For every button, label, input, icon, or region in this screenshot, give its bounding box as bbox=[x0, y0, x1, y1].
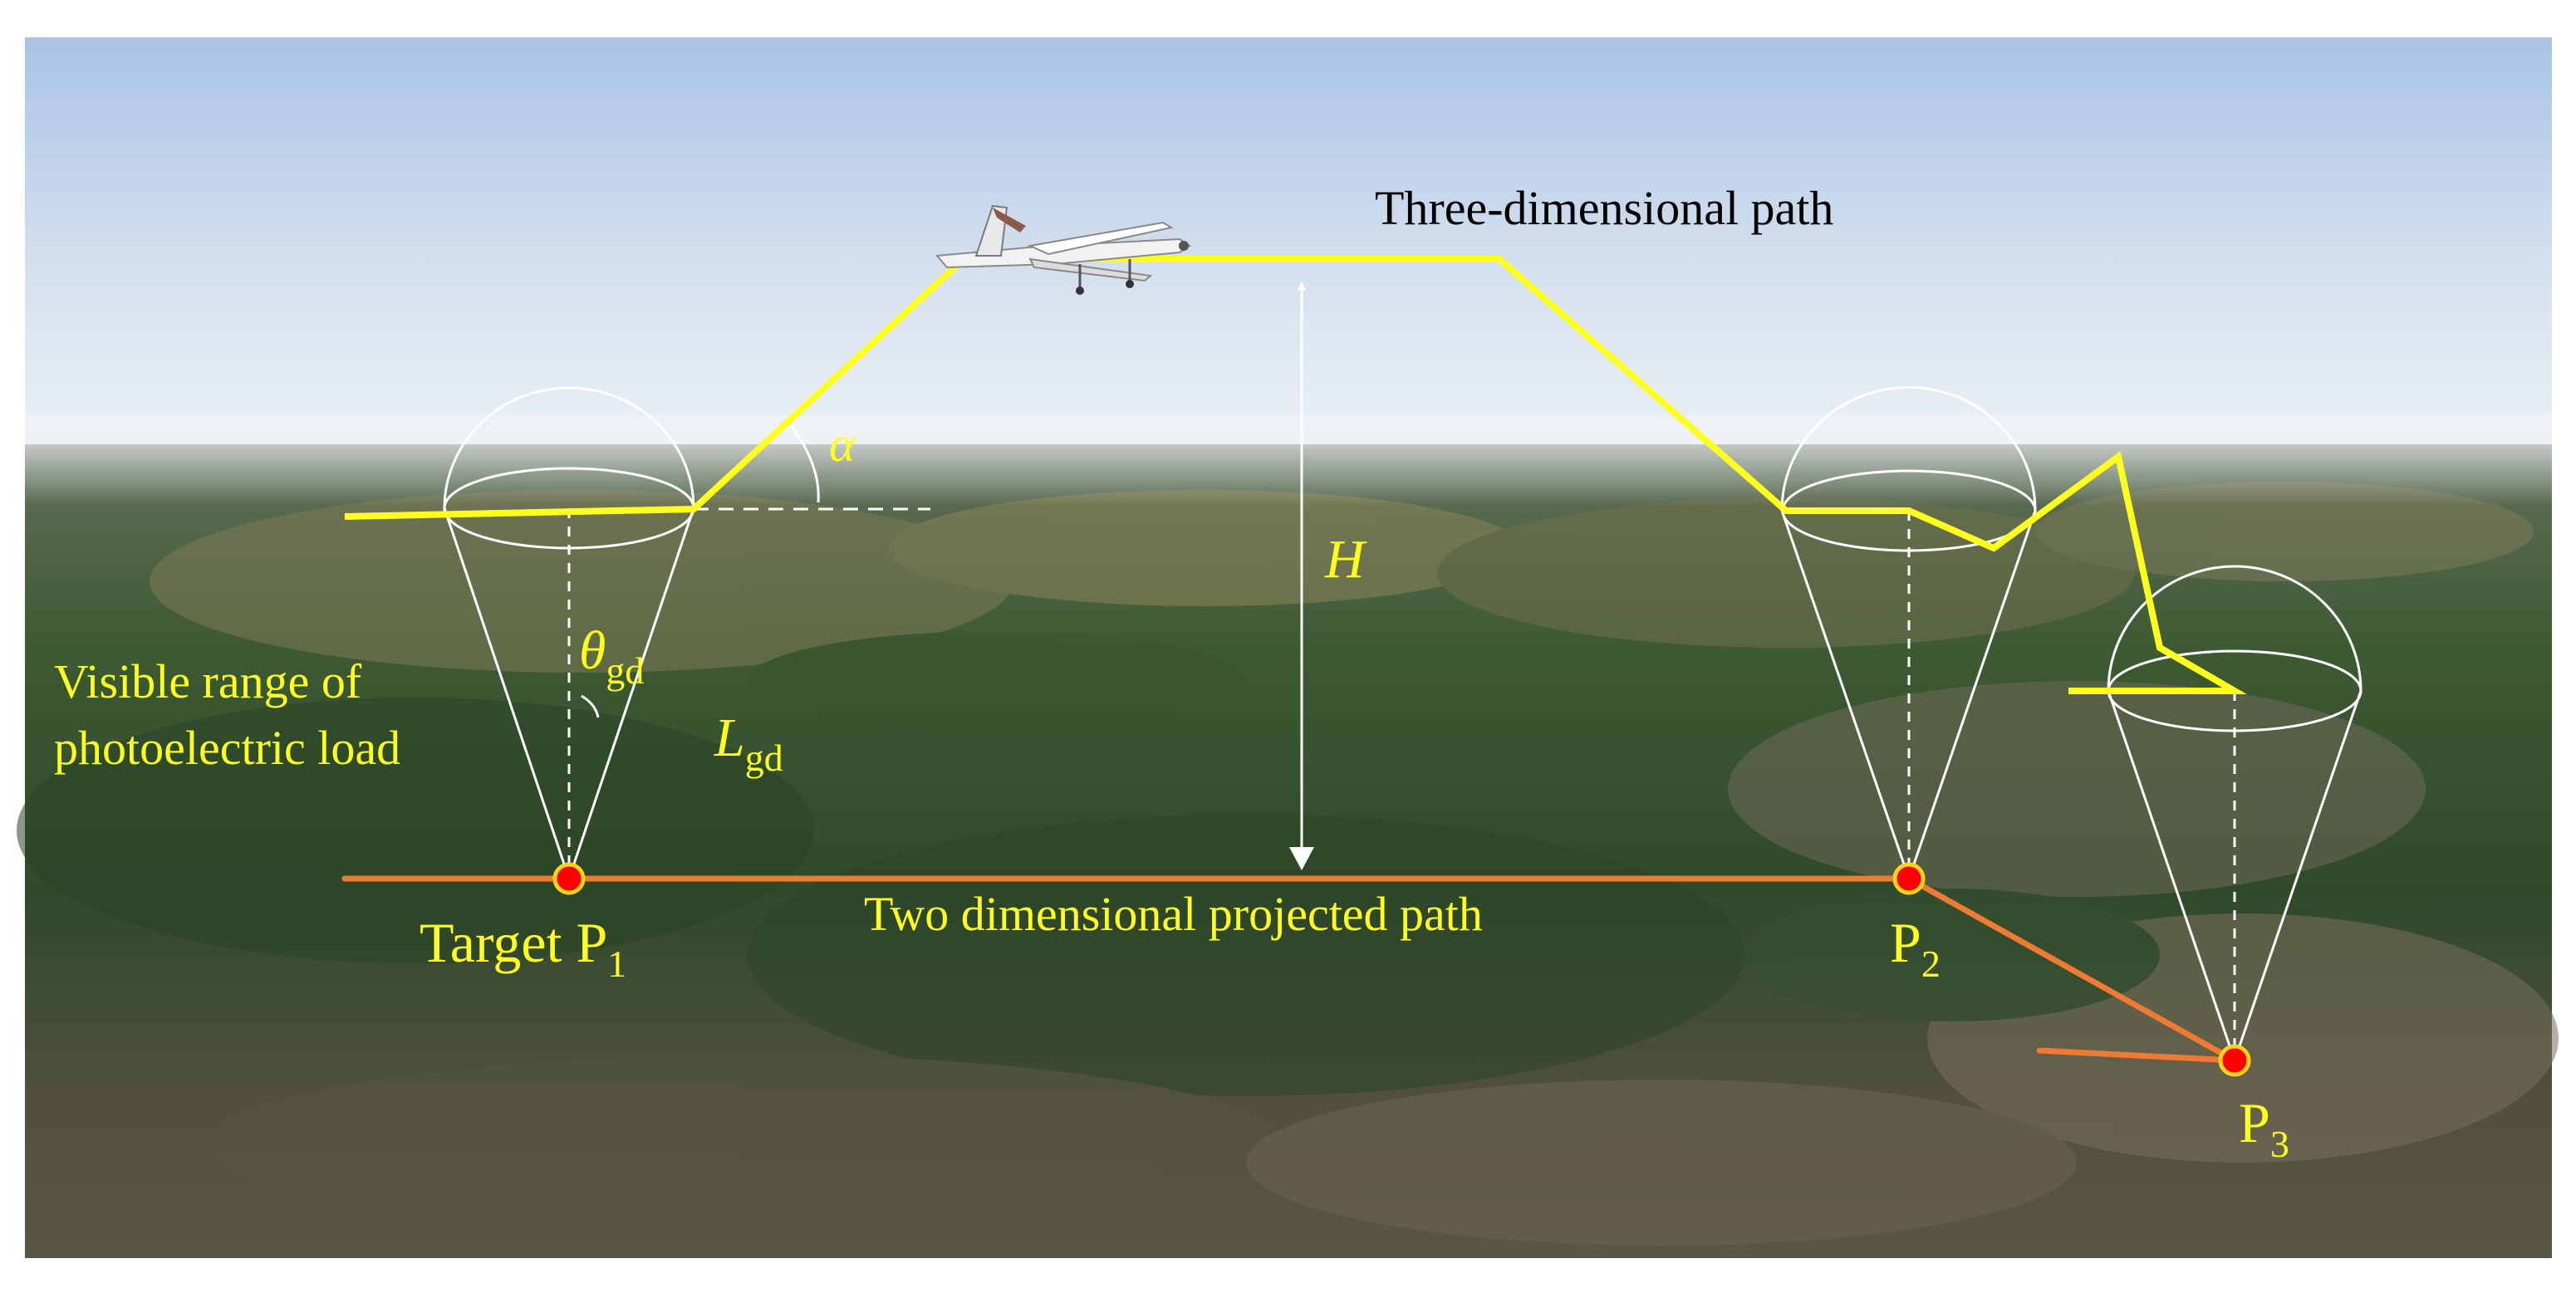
l-symbol: L bbox=[714, 708, 745, 768]
three-dimensional-path-label: Three-dimensional path bbox=[1375, 181, 1833, 235]
p2-subscript: 2 bbox=[1921, 943, 1941, 985]
target-points bbox=[552, 862, 2251, 1077]
p2-label: P2 bbox=[1890, 911, 1941, 985]
altitude-arrow-bottom-head bbox=[1289, 847, 1314, 870]
theta-gd-label: θgd bbox=[579, 620, 644, 692]
three-dimensional-path bbox=[344, 256, 2247, 694]
climb-angle-marker bbox=[694, 424, 930, 511]
terrain-texture bbox=[17, 482, 2559, 1246]
scene-background bbox=[17, 37, 2559, 1258]
alpha-label: α bbox=[829, 417, 856, 472]
alpha-arc bbox=[789, 424, 820, 503]
p3-letter: P bbox=[2239, 1091, 2270, 1154]
sky bbox=[25, 37, 2552, 469]
altitude-label: H bbox=[1324, 529, 1367, 590]
target-point-icon bbox=[2218, 1044, 2251, 1077]
visible-range-label-line1: Visible range of bbox=[54, 654, 362, 708]
p3-label: P3 bbox=[2239, 1091, 2289, 1165]
target-point-icon bbox=[552, 862, 586, 895]
target-p1-label: Target P1 bbox=[420, 911, 626, 985]
visible-range-label-line2: photoelectric load bbox=[54, 721, 400, 775]
l-gd-label: Lgd bbox=[714, 708, 783, 779]
p2-letter: P bbox=[1890, 911, 1921, 974]
p3-subscript: 3 bbox=[2270, 1123, 2289, 1165]
target-point-icon bbox=[1892, 862, 1926, 895]
p1-subscript: 1 bbox=[607, 943, 626, 985]
two-dimensional-path-label: Two dimensional projected path bbox=[864, 887, 1483, 941]
target-p1-prefix: Target P bbox=[420, 911, 607, 974]
theta-subscript: gd bbox=[606, 649, 644, 692]
theta-symbol: θ bbox=[579, 620, 606, 681]
horizon-haze bbox=[25, 415, 2552, 507]
flight-path-line bbox=[344, 256, 2247, 694]
l-subscript: gd bbox=[745, 737, 783, 779]
uav-icon bbox=[935, 204, 1191, 295]
